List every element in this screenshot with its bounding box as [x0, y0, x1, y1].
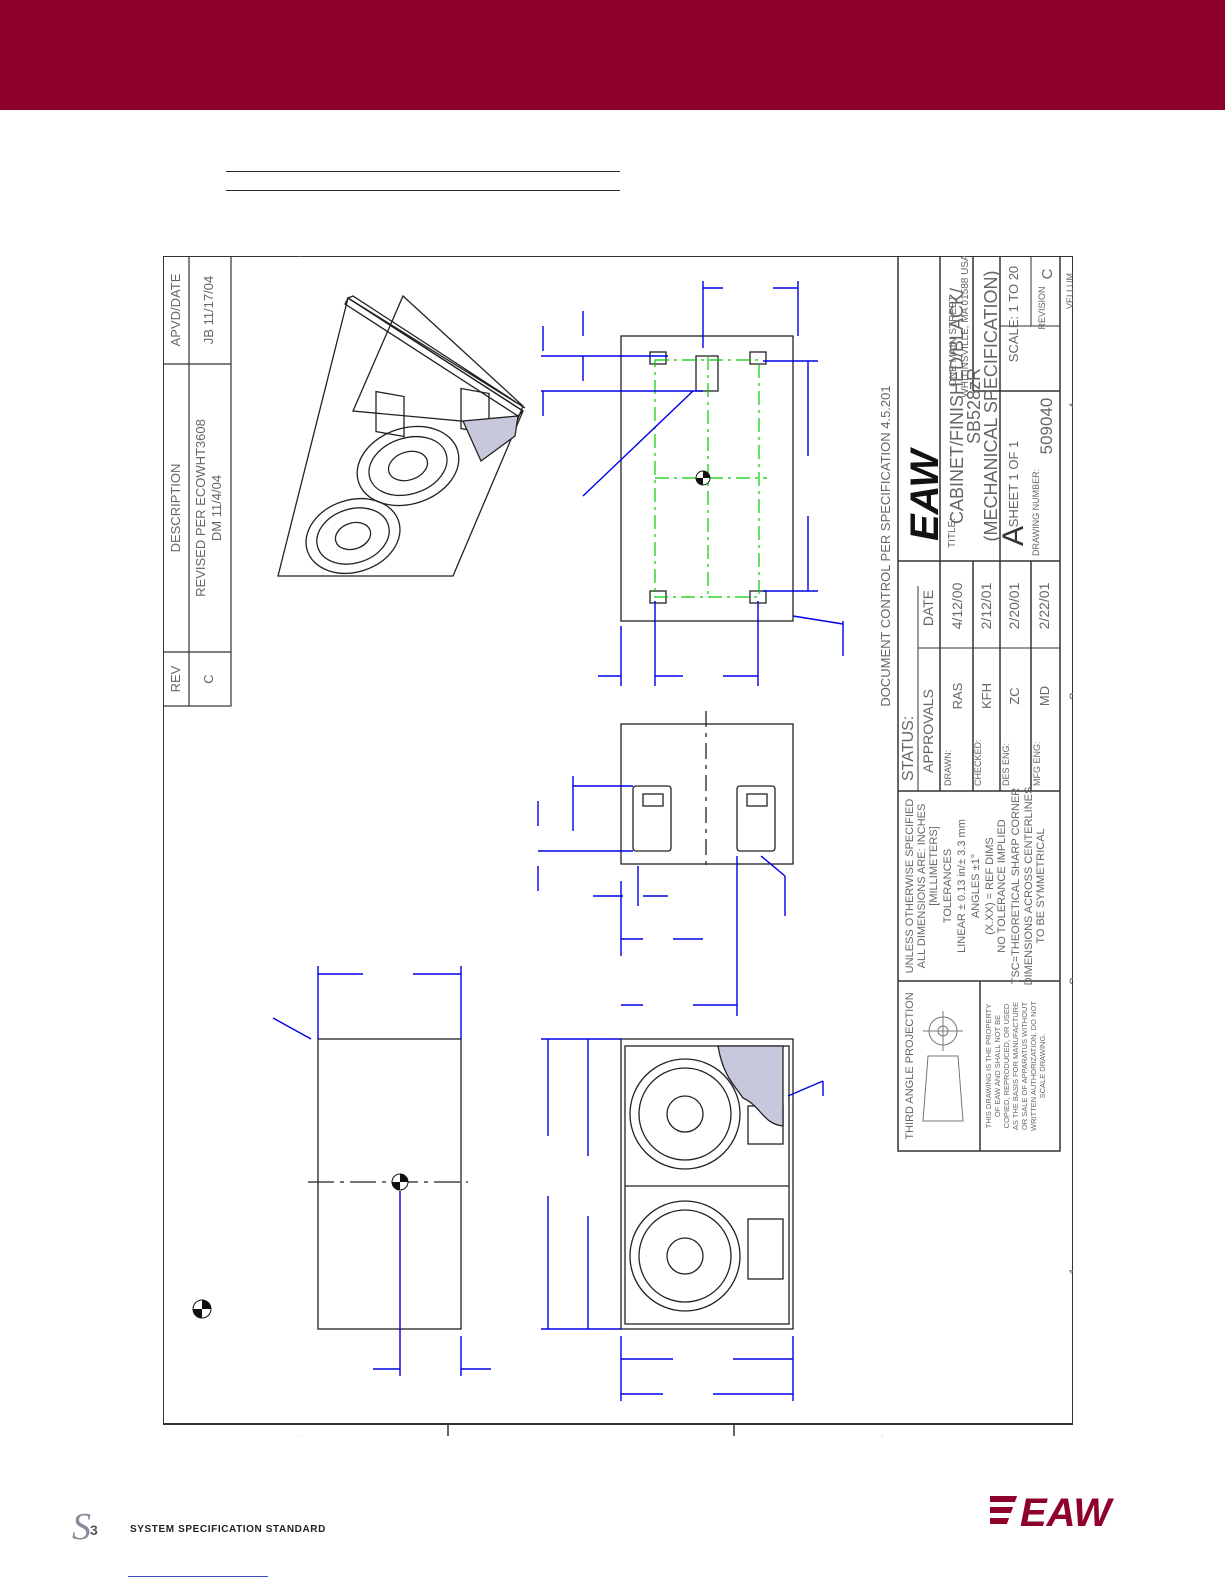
eaw-logo-text: EAW	[903, 447, 947, 541]
approval-date: 4/12/00	[949, 582, 965, 629]
drawing-number-label: DRAWING NUMBER:	[1031, 469, 1041, 556]
revision-label: REVISION	[1037, 286, 1047, 329]
property-note: COPIED, REPRODUCED, OR USED	[1002, 1003, 1011, 1128]
tolerance-note: (X.XX) = REF DIMS	[984, 837, 996, 935]
zone-right-4: 4	[1066, 402, 1073, 410]
zone-bottom-b: B	[578, 1435, 594, 1436]
eaw-logo-footer: EAW	[990, 1491, 1114, 1533]
top-view	[620, 711, 794, 866]
approval-role: DRAWN:	[943, 750, 953, 786]
tolerance-note: [MILLIMETERS]	[928, 826, 940, 905]
rev-header: REV	[168, 665, 183, 692]
header-rule-1	[226, 171, 620, 172]
tolerance-note: TSC=THEORETICAL SHARP CORNER	[1010, 788, 1022, 985]
address-line-2: WHITINSVILLE, MA 01588 USA	[960, 256, 971, 398]
header-banner	[0, 0, 1225, 110]
description-header: DESCRIPTION	[168, 464, 183, 553]
third-angle-projection-symbol	[922, 1011, 964, 1122]
zone-right-1: 1	[1066, 1267, 1073, 1275]
footer-logo-text: EAW	[1020, 1491, 1114, 1533]
title-line-3: (MECHANICAL SPECIFICATION)	[981, 270, 1001, 541]
isometric-view	[277, 294, 526, 577]
system-specification-standard-logo: S 3 SYSTEM SPECIFICATION STANDARD	[72, 1507, 326, 1547]
tolerance-note: DIMENSIONS ACROSS CENTERLINES	[1023, 787, 1035, 986]
property-note: THIS DRAWING IS THE PROPERTY	[984, 1004, 993, 1128]
zone-bottom-a: A	[870, 1435, 886, 1436]
eaw-logo-title-block: EAW	[903, 447, 947, 541]
svg-text:3: 3	[90, 1522, 98, 1538]
tolerance-note: ANGLES ±1°	[970, 854, 982, 918]
tolerance-note: ALL DIMENSIONS ARE: INCHES	[916, 804, 928, 969]
legend-center-of-gravity	[192, 1299, 212, 1319]
dimension-lines	[272, 281, 844, 1401]
approval-role: DES ENG:	[1001, 743, 1011, 786]
apvd-date-value: JB 11/17/04	[201, 276, 216, 344]
property-note: OF EAW AND SHALL NOT BE	[993, 1015, 1002, 1117]
projection-label: THIRD ANGLE PROJECTION	[904, 992, 916, 1139]
revision-block	[163, 256, 232, 707]
title-line-1: CABINET/FINISHED/BLACK/	[947, 288, 967, 524]
tolerance-note: UNLESS OTHERWISE SPECIFIED	[904, 799, 916, 974]
scale: SCALE: 1 TO 20	[1006, 266, 1021, 362]
drawing-sheet: C B A C B A 4 3 2 1 4 3 2 1 APVD/DATE DE…	[163, 256, 1073, 1436]
approval-role: CHECKED:	[973, 739, 983, 786]
zone-top-a: A	[870, 256, 886, 257]
zone-top-c: C	[292, 256, 308, 257]
vellum-label: VELLUM	[1065, 273, 1073, 309]
description-line-2: DM 11/4/04	[209, 475, 224, 541]
document-control-note: DOCUMENT CONTROL PER SPECIFICATION 4.5.2…	[878, 385, 893, 706]
zone-top-b: B	[578, 256, 594, 257]
approval-date: 2/22/01	[1036, 582, 1052, 629]
approval-role: MFG ENG:	[1032, 742, 1042, 787]
date-header: DATE	[920, 590, 936, 626]
property-note: SCALE DRAWING.	[1038, 1034, 1047, 1099]
approval-name: KFH	[979, 683, 994, 709]
property-note: WRITTEN AUTHORIZATION. DO NOT	[1029, 1001, 1038, 1131]
svg-text:S: S	[72, 1507, 91, 1547]
approval-name: ZC	[1007, 687, 1022, 704]
side-view-center-of-gravity	[391, 1173, 409, 1191]
property-note: AS THE BASIS FOR MANUFACTURE	[1011, 1002, 1020, 1130]
status-label: STATUS:	[900, 716, 917, 781]
standard-text: SYSTEM SPECIFICATION STANDARD	[130, 1524, 326, 1535]
zone-right-2: 2	[1066, 977, 1073, 985]
approval-date: 2/12/01	[978, 582, 994, 629]
approvals-header: APPROVALS	[920, 689, 936, 773]
tolerance-note: TO BE SYMMETRICAL	[1035, 828, 1047, 943]
tolerance-note: TOLERANCES	[942, 849, 954, 923]
zone-right-3: 3	[1066, 692, 1073, 700]
drawing-size: A	[997, 526, 1030, 546]
title-line-2: SB528zR	[964, 368, 984, 444]
sheet-count: SHEET 1 OF 1	[1006, 441, 1021, 527]
approval-date: 2/20/01	[1006, 582, 1022, 629]
approval-name: MD	[1037, 686, 1052, 706]
front-view	[620, 1038, 794, 1330]
revision-value: C	[1039, 268, 1056, 279]
bottom-link-underline[interactable]	[128, 1576, 268, 1577]
zone-bottom-c: C	[292, 1435, 308, 1436]
description-line-1: REVISED PER ECOWHT3608	[193, 419, 208, 597]
side-view	[308, 1038, 468, 1330]
tolerance-note: LINEAR ± 0.13 in/± 3.3 mm	[956, 819, 968, 953]
header-rule-2	[226, 190, 620, 191]
tolerance-note: NO TOLERANCE IMPLIED	[996, 819, 1008, 953]
address-line-1: ONE MAIN STREET	[948, 295, 959, 387]
title-block	[897, 256, 1061, 1152]
title-label: TITLE:	[947, 518, 958, 548]
drawing-number: 509040	[1037, 398, 1056, 455]
rear-view-hidden-lines	[654, 356, 767, 598]
rev-value: C	[201, 674, 216, 683]
apvd-date-header: APVD/DATE	[168, 273, 183, 346]
rear-view-center-of-gravity	[695, 470, 711, 486]
sheet-border	[163, 256, 1073, 1425]
property-note: OR SALE OF APPARATUS WITHOUT	[1020, 1002, 1029, 1130]
approval-name: RAS	[950, 682, 965, 709]
